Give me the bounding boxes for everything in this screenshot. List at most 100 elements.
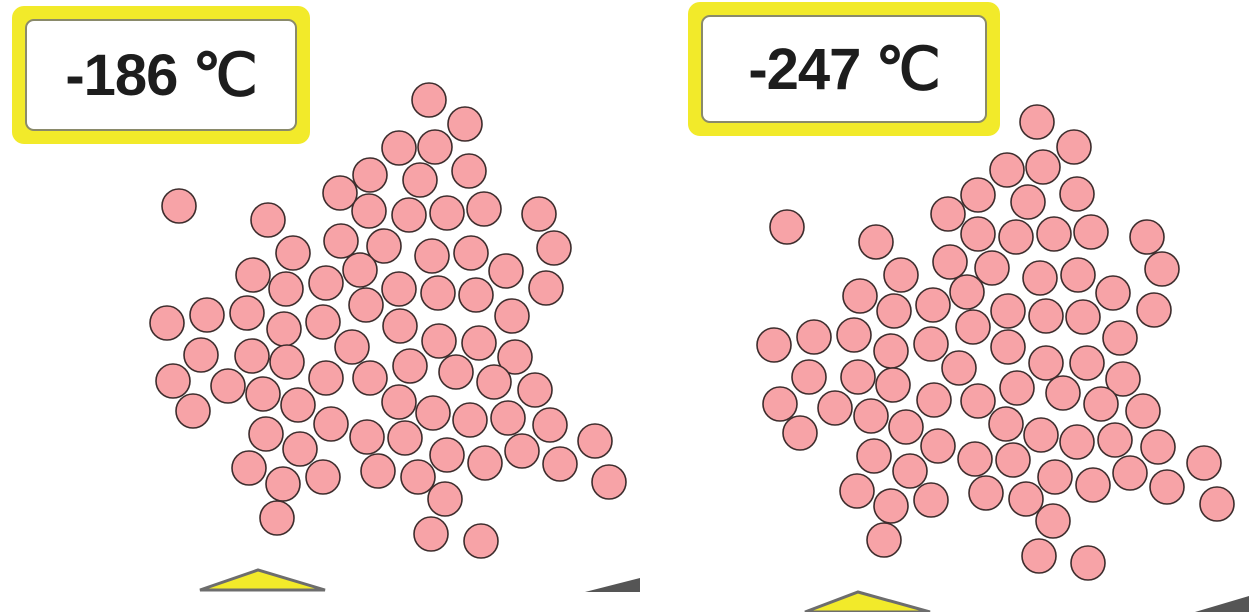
particle-right (843, 279, 877, 313)
particle-left (495, 299, 529, 333)
particle-left (382, 385, 416, 419)
particle-left (578, 424, 612, 458)
particle-left (314, 407, 348, 441)
particle-right (1038, 460, 1072, 494)
particle-right (1098, 423, 1132, 457)
particle-left (452, 154, 486, 188)
particle-right (859, 225, 893, 259)
particle-right (1029, 299, 1063, 333)
particle-right (876, 368, 910, 402)
particle-left (276, 236, 310, 270)
particle-right (893, 454, 927, 488)
temperature-box-right: -247 ℃ (688, 2, 1000, 136)
particle-left (537, 231, 571, 265)
temperature-label-left: -186 ℃ (65, 41, 256, 109)
temperature-label-right: -247 ℃ (748, 35, 939, 103)
particle-right (999, 220, 1033, 254)
particle-right (1137, 293, 1171, 327)
particle-left (353, 361, 387, 395)
particle-right (1130, 220, 1164, 254)
particle-left (505, 434, 539, 468)
particle-right (1076, 468, 1110, 502)
particle-right (1036, 504, 1070, 538)
particle-right (1070, 346, 1104, 380)
particle-right (854, 399, 888, 433)
particle-right (797, 320, 831, 354)
particle-right (1071, 546, 1105, 580)
particle-right (1060, 177, 1094, 211)
particle-right (991, 294, 1025, 328)
particle-right (1026, 150, 1060, 184)
particle-right (1150, 470, 1184, 504)
particle-group-left (150, 83, 626, 558)
particle-right (1113, 456, 1147, 490)
particle-right (1066, 300, 1100, 334)
particle-left (246, 377, 280, 411)
particle-right (1000, 371, 1034, 405)
temperature-display-right: -247 ℃ (701, 15, 987, 123)
particle-left (306, 305, 340, 339)
particle-right (874, 489, 908, 523)
right-panel: -247 ℃ (640, 0, 1249, 612)
particle-right (1145, 252, 1179, 286)
particle-right (837, 318, 871, 352)
particle-left (323, 176, 357, 210)
particle-left (403, 163, 437, 197)
particle-left (269, 272, 303, 306)
particle-right (969, 476, 1003, 510)
particle-right (961, 178, 995, 212)
particle-left (448, 107, 482, 141)
particle-right (1061, 258, 1095, 292)
particle-left (454, 236, 488, 270)
particle-left (453, 403, 487, 437)
particle-left (230, 296, 264, 330)
particle-left (343, 253, 377, 287)
particle-right (1074, 215, 1108, 249)
particle-right (921, 429, 955, 463)
container-base-right (805, 592, 1249, 612)
particle-left (349, 288, 383, 322)
particle-left (184, 338, 218, 372)
particle-left (543, 447, 577, 481)
particle-left (251, 203, 285, 237)
particle-left (518, 373, 552, 407)
particle-left (401, 460, 435, 494)
particle-right (989, 407, 1023, 441)
particle-left (350, 420, 384, 454)
particle-left (421, 276, 455, 310)
particle-left (477, 365, 511, 399)
particle-left (422, 324, 456, 358)
particle-left (416, 396, 450, 430)
particle-left (324, 224, 358, 258)
particle-left (418, 130, 452, 164)
particle-right (1020, 105, 1054, 139)
particle-left (235, 339, 269, 373)
particle-right (1057, 130, 1091, 164)
particle-right (961, 384, 995, 418)
particle-right (841, 360, 875, 394)
particle-right (1096, 276, 1130, 310)
particle-right (950, 275, 984, 309)
particle-right (757, 328, 791, 362)
particle-right (783, 416, 817, 450)
particle-left (459, 278, 493, 312)
particle-right (991, 330, 1025, 364)
particle-left (393, 349, 427, 383)
particle-right (916, 288, 950, 322)
particle-right (933, 245, 967, 279)
particle-left (270, 345, 304, 379)
particle-left (428, 482, 462, 516)
particle-left (439, 355, 473, 389)
particle-left (430, 196, 464, 230)
particle-left (266, 467, 300, 501)
particle-right (958, 442, 992, 476)
particle-right (1200, 487, 1234, 521)
particle-left (260, 501, 294, 535)
particle-left (162, 189, 196, 223)
particle-left (176, 394, 210, 428)
particle-right (956, 310, 990, 344)
particle-right (931, 197, 965, 231)
particle-left (489, 254, 523, 288)
particle-right (792, 360, 826, 394)
particle-right (996, 443, 1030, 477)
